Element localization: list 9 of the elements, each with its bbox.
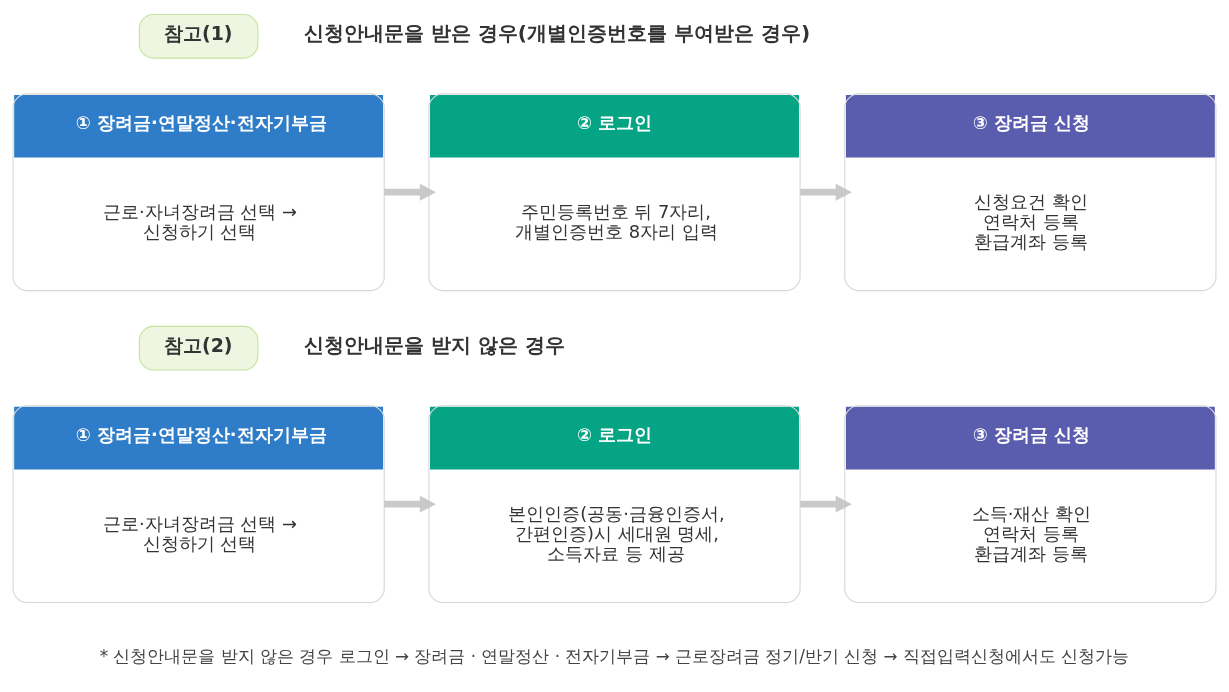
label: * 신청안내문을 받지 않은 경우 로그인 → 장려금 · 연말정산 · 전자기부금 → 근로장려금 정기/반기 신청 → 직접입력신청에서도 신청가능 [99, 645, 1130, 666]
node-box: 참고(1) [138, 13, 259, 59]
node-box: 참고(2) [138, 325, 259, 371]
arrow [800, 495, 852, 513]
arrow [384, 495, 436, 513]
arrow [384, 183, 436, 201]
arrow [800, 183, 852, 201]
node-label: 신청안내문을 받은 경우(개별인증번호를 부여받은 경우) [303, 20, 811, 45]
node-label: 신청안내문을 받지 않은 경우 [303, 332, 565, 357]
